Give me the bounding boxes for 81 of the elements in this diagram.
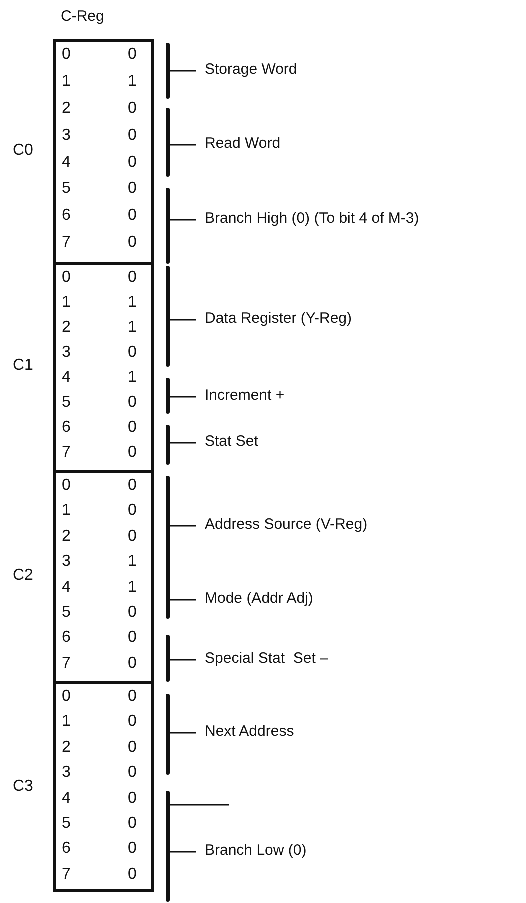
bit-number: 2 bbox=[62, 738, 71, 757]
bit-number: 6 bbox=[62, 629, 71, 648]
bit-value: 0 bbox=[128, 180, 137, 198]
field-label: Mode (Addr Adj) bbox=[205, 590, 314, 608]
bit-number: 4 bbox=[62, 154, 71, 172]
bit-number: 5 bbox=[62, 394, 71, 412]
bit-number: 1 bbox=[62, 294, 71, 312]
bit-number: 3 bbox=[62, 764, 71, 782]
bit-value: 0 bbox=[128, 840, 137, 858]
bit-number: 5 bbox=[62, 604, 71, 622]
bit-value: 0 bbox=[128, 654, 137, 673]
field-label: Branch High (0) (To bit 4 of M-3) bbox=[205, 210, 420, 228]
bit-number: 0 bbox=[62, 688, 71, 706]
bit-value: 0 bbox=[128, 100, 137, 118]
bit-value: 0 bbox=[128, 814, 137, 833]
bit-value: 0 bbox=[128, 713, 137, 732]
section-label: C1 bbox=[13, 357, 34, 375]
bit-value: 0 bbox=[128, 269, 137, 287]
field-label: Address Source (V-Reg) bbox=[205, 516, 368, 534]
bit-number: 7 bbox=[62, 866, 71, 884]
bit-value: 0 bbox=[128, 764, 137, 782]
section-label: C2 bbox=[13, 566, 34, 584]
section-label: C0 bbox=[13, 142, 34, 160]
bit-value: 0 bbox=[128, 444, 137, 462]
bit-value: 0 bbox=[128, 394, 137, 412]
field-label: Increment + bbox=[205, 387, 285, 405]
bit-number: 7 bbox=[62, 234, 71, 252]
bit-value: 1 bbox=[128, 294, 137, 312]
bit-number: 0 bbox=[62, 46, 71, 64]
bit-number: 4 bbox=[62, 369, 71, 387]
bit-value: 0 bbox=[128, 477, 137, 495]
bit-number: 3 bbox=[62, 344, 71, 362]
bit-value: 0 bbox=[128, 154, 137, 172]
bit-number: 2 bbox=[62, 528, 71, 546]
bit-value: 1 bbox=[128, 578, 137, 596]
field-label: Data Register (Y-Reg) bbox=[205, 310, 352, 328]
bit-value: 0 bbox=[128, 46, 137, 64]
bit-number: 7 bbox=[62, 654, 71, 673]
bit-value: 0 bbox=[128, 207, 137, 226]
bit-number: 4 bbox=[62, 578, 71, 596]
field-label: Read Word bbox=[205, 135, 281, 153]
bit-value: 1 bbox=[128, 72, 137, 91]
bit-number: 0 bbox=[62, 477, 71, 495]
bit-number: 1 bbox=[62, 72, 71, 91]
register-heading: C-Reg bbox=[61, 8, 104, 26]
bit-value: 0 bbox=[128, 790, 137, 808]
bit-value: 0 bbox=[128, 738, 137, 757]
bit-number: 5 bbox=[62, 180, 71, 198]
bit-value: 0 bbox=[128, 502, 137, 520]
register-box bbox=[53, 39, 154, 892]
bit-value: 0 bbox=[128, 234, 137, 252]
bit-value: 0 bbox=[128, 419, 137, 437]
field-label: Branch Low (0) bbox=[205, 842, 307, 860]
bit-value: 0 bbox=[128, 629, 137, 648]
bit-number: 6 bbox=[62, 840, 71, 858]
bit-number: 7 bbox=[62, 444, 71, 462]
bit-value: 0 bbox=[128, 528, 137, 546]
bit-number: 6 bbox=[62, 207, 71, 226]
bit-number: 0 bbox=[62, 269, 71, 287]
bit-number: 3 bbox=[62, 553, 71, 572]
bit-number: 1 bbox=[62, 713, 71, 732]
bit-number: 6 bbox=[62, 419, 71, 437]
bit-value: 1 bbox=[128, 319, 137, 337]
bit-number: 2 bbox=[62, 100, 71, 118]
bit-number: 2 bbox=[62, 319, 71, 337]
field-label: Stat Set bbox=[205, 433, 258, 451]
bit-value: 0 bbox=[128, 688, 137, 706]
bit-number: 5 bbox=[62, 814, 71, 833]
bit-value: 0 bbox=[128, 866, 137, 884]
field-label: Next Address bbox=[205, 723, 294, 741]
field-label: Special Stat Set – bbox=[205, 650, 328, 668]
bit-number: 3 bbox=[62, 126, 71, 145]
bit-number: 1 bbox=[62, 502, 71, 520]
bit-number: 4 bbox=[62, 790, 71, 808]
bit-value: 0 bbox=[128, 344, 137, 362]
bit-value: 1 bbox=[128, 369, 137, 387]
section-label: C3 bbox=[13, 778, 34, 796]
bit-value: 0 bbox=[128, 604, 137, 622]
bit-value: 0 bbox=[128, 126, 137, 145]
bit-value: 1 bbox=[128, 553, 137, 572]
field-label: Storage Word bbox=[205, 61, 298, 79]
